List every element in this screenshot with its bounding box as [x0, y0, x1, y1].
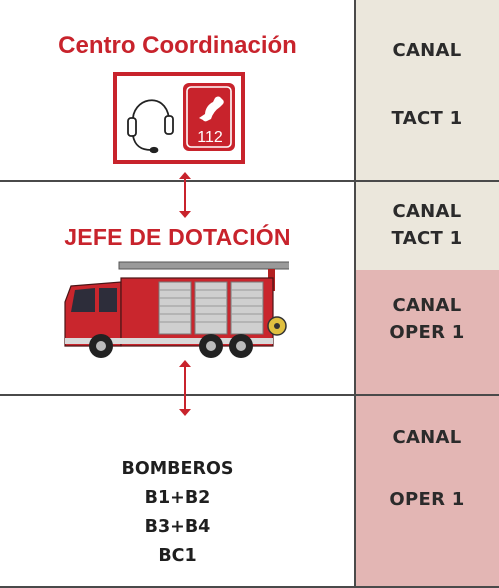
emergency-number: 112: [197, 129, 223, 146]
channel-1-line-1: CANAL: [392, 40, 462, 61]
row-divider-1: [0, 180, 499, 182]
channel-4-line-1: CANAL: [392, 427, 462, 448]
channel-4-line-2: OPER 1: [389, 489, 465, 510]
channel-3-line-1: CANAL: [392, 295, 462, 316]
channel-cell-tact-mid: [355, 181, 499, 270]
brigade-line-4: BC1: [158, 546, 197, 566]
link-arrow-jefe-brigade: [179, 360, 191, 416]
bottom-border: [0, 586, 499, 588]
channel-3-line-2: OPER 1: [389, 322, 465, 343]
channel-cell-tact-top: [355, 0, 499, 181]
channel-2-line-2: TACT 1: [391, 228, 463, 249]
jefe-title: JEFE DE DOTACIÓN: [64, 224, 291, 250]
coordination-icons: 112: [113, 72, 245, 164]
row-divider-2: [0, 394, 499, 396]
coordination-title: Centro Coordinación: [58, 32, 297, 59]
brigade-line-1: BOMBEROS: [121, 459, 234, 479]
channel-2-line-1: CANAL: [392, 201, 462, 222]
headset-icon: [127, 99, 174, 154]
brigade-line-2: B1+B2: [144, 488, 211, 508]
channel-cell-oper-bottom: [355, 395, 499, 588]
fire-truck-icon: [64, 261, 289, 358]
channel-cell-oper-mid: [355, 270, 499, 395]
brigade-line-3: B3+B4: [144, 517, 211, 537]
channel-1-line-2: TACT 1: [391, 108, 463, 129]
phone-icon: 112: [183, 83, 235, 151]
column-divider: [354, 0, 356, 588]
link-arrow-coordination-jefe: [179, 172, 191, 218]
